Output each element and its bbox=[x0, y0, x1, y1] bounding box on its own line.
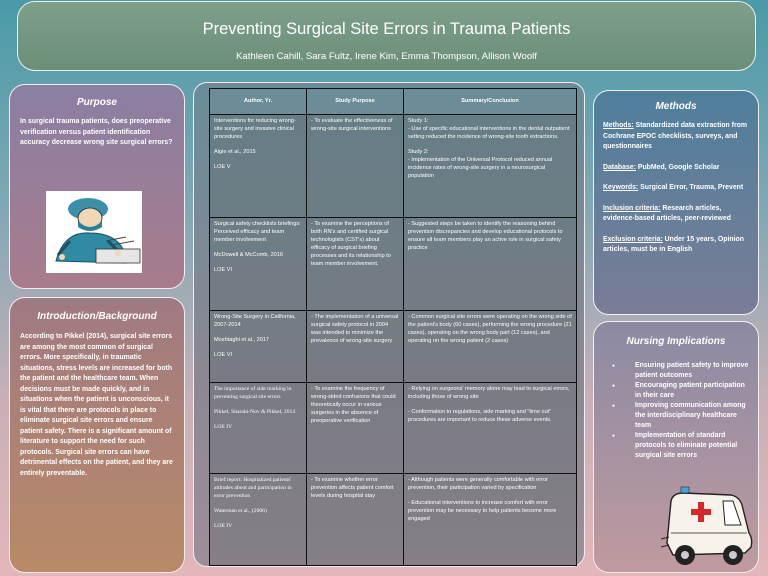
summary-line: - Relying on surgeons' memory alone may … bbox=[408, 386, 570, 400]
study-purpose: - To evaluate the effectiveness of wrong… bbox=[311, 118, 393, 132]
purpose-cell: - To evaluate the effectiveness of wrong… bbox=[306, 114, 404, 218]
study-title: Wrong-Site Surgery in California, 2007-2… bbox=[214, 314, 296, 328]
author-cell: Brief report: Hospitalized patients' att… bbox=[209, 473, 307, 566]
poster-authors: Kathleen Cahill, Sara Fultz, Irene Kim, … bbox=[236, 51, 537, 62]
exclusion-value: Under 15 years, Opinion articles, must b… bbox=[603, 235, 744, 254]
intro-heading: Introduction/Background bbox=[37, 311, 157, 322]
nursing-heading: Nursing Implications bbox=[626, 336, 726, 347]
purpose-cell: - The implementation of a universal surg… bbox=[306, 310, 404, 383]
summary-line: - Educational interventions to increase … bbox=[408, 500, 557, 522]
list-item: Implementation of standard protocols to … bbox=[594, 431, 758, 461]
study-loe: LOE IV bbox=[214, 424, 233, 430]
purpose-cell: - To examine the frequency of wrong-side… bbox=[306, 382, 404, 474]
purpose-cell: - To examine whether error prevention af… bbox=[306, 473, 404, 566]
study-loe: LOE V bbox=[214, 164, 231, 170]
study-purpose: - The implementation of a universal surg… bbox=[311, 314, 399, 344]
database-item: Database: PubMed, Google Scholar bbox=[603, 163, 749, 174]
summary-line: Study 2: bbox=[408, 149, 429, 155]
study-purpose: - To examine the perceptions of both RN'… bbox=[311, 221, 391, 267]
poster-title: Preventing Surgical Site Errors in Traum… bbox=[202, 20, 571, 38]
inclusion-label: Inclusion criteria: bbox=[603, 204, 661, 212]
ambulance-clipart bbox=[661, 486, 753, 565]
purpose-text: In surgical trauma patients, does preope… bbox=[20, 118, 173, 146]
summary-cell: Study 1: - Use of specific educational i… bbox=[403, 114, 577, 218]
summary-line: - Use of specific educational interventi… bbox=[408, 126, 570, 140]
summary-line: - Common surgical site errors were opera… bbox=[408, 314, 572, 344]
exclusion-item: Exclusion criteria: Under 15 years, Opin… bbox=[603, 235, 749, 256]
study-loe: LOE IV bbox=[214, 523, 233, 529]
study-citation: Moshtaghi et al., 2017 bbox=[214, 337, 270, 343]
methods-value: Standardized data extraction from Cochra… bbox=[603, 122, 747, 150]
database-label: Database: bbox=[603, 163, 636, 171]
intro-text: According to Pikkel (2014), surgical sit… bbox=[20, 333, 173, 477]
study-title: Interventions for reducing wrong-site su… bbox=[214, 118, 296, 140]
study-citation: McDowell & McComb, 2016 bbox=[214, 252, 284, 258]
methods-item: Methods: Standardized data extraction fr… bbox=[603, 121, 749, 153]
title-banner: Preventing Surgical Site Errors in Traum… bbox=[17, 1, 756, 71]
author-cell: Wrong-Site Surgery in California, 2007-2… bbox=[209, 310, 307, 383]
header-summary: Summary/Conclusion bbox=[403, 88, 577, 115]
keywords-value: Surgical Error, Trauma, Prevent bbox=[638, 184, 744, 191]
study-loe: LOE VI bbox=[214, 352, 233, 358]
purpose-panel: Purpose In surgical trauma patients, doe… bbox=[9, 84, 185, 289]
study-citation: Algie et al., 2015 bbox=[214, 149, 256, 155]
table-row: Interventions for reducing wrong-site su… bbox=[209, 114, 577, 218]
header-purpose: Study Purpose bbox=[306, 88, 404, 115]
summary-line: - Conformation to regulations, side mark… bbox=[408, 409, 552, 423]
study-loe: LOE VI bbox=[214, 267, 233, 273]
keywords-item: Keywords: Surgical Error, Trauma, Preven… bbox=[603, 183, 749, 194]
surgeon-clipart bbox=[46, 191, 142, 273]
study-citation: Waterman et al., (2006) bbox=[214, 508, 267, 514]
author-cell: The importance of side marking in preven… bbox=[209, 382, 307, 474]
purpose-heading: Purpose bbox=[76, 97, 117, 108]
header-author: Author, Yr. bbox=[209, 88, 307, 115]
inclusion-item: Inclusion criteria: Research articles, e… bbox=[603, 204, 749, 225]
study-purpose: - To examine whether error prevention af… bbox=[311, 477, 394, 499]
exclusion-label: Exclusion criteria: bbox=[603, 235, 663, 243]
database-value: PubMed, Google Scholar bbox=[635, 163, 720, 171]
methods-heading: Methods bbox=[655, 101, 697, 112]
keywords-label: Keywords: bbox=[603, 184, 639, 191]
study-title: Surgical safety checklists briefings: Pe… bbox=[214, 221, 301, 243]
summary-line: Study 1: bbox=[408, 118, 429, 124]
summary-cell: - Suggested steps be taken to identify t… bbox=[403, 217, 577, 311]
nursing-list: Ensuring patient safety to improve patie… bbox=[594, 361, 758, 461]
list-item: Improving communication among the interd… bbox=[594, 401, 758, 431]
summary-cell: - Although patients were generally comfo… bbox=[403, 473, 577, 566]
list-item: Encouraging patient participation in the… bbox=[594, 381, 758, 401]
intro-panel: Introduction/Background According to Pik… bbox=[9, 297, 185, 573]
summary-line: - Although patients were generally comfo… bbox=[408, 477, 548, 491]
summary-line: - Implementation of the Universal Protoc… bbox=[408, 157, 553, 179]
summary-cell: - Common surgical site errors were opera… bbox=[403, 310, 577, 383]
table-row: Wrong-Site Surgery in California, 2007-2… bbox=[209, 310, 577, 383]
table-row: The importance of side marking in preven… bbox=[209, 382, 577, 474]
study-purpose: - To examine the frequency of wrong-side… bbox=[311, 386, 396, 424]
study-citation: Pikkel, Sharabi-Nov & Pikkel, 2014 bbox=[214, 409, 296, 415]
table-row: Brief report: Hospitalized patients' att… bbox=[209, 473, 577, 566]
purpose-cell: - To examine the perceptions of both RN'… bbox=[306, 217, 404, 311]
methods-label: Methods: bbox=[603, 122, 634, 129]
methods-panel: Methods Methods: Standardized data extra… bbox=[593, 90, 759, 315]
summary-cell: - Relying on surgeons' memory alone may … bbox=[403, 382, 577, 474]
author-cell: Surgical safety checklists briefings: Pe… bbox=[209, 217, 307, 311]
author-cell: Interventions for reducing wrong-site su… bbox=[209, 114, 307, 218]
inclusion-value: Research articles, evidence-based articl… bbox=[603, 204, 731, 223]
list-item: Ensuring patient safety to improve patie… bbox=[594, 361, 758, 381]
study-title: Brief report: Hospitalized patients' att… bbox=[214, 477, 292, 499]
study-title: The importance of side marking in preven… bbox=[214, 386, 292, 400]
summary-line: - Suggested steps be taken to identify t… bbox=[408, 221, 563, 251]
table-row: Surgical safety checklists briefings: Pe… bbox=[209, 217, 577, 311]
table-header-row: Author, Yr. Study Purpose Summary/Conclu… bbox=[209, 88, 577, 115]
literature-table: Author, Yr. Study Purpose Summary/Conclu… bbox=[209, 88, 577, 566]
